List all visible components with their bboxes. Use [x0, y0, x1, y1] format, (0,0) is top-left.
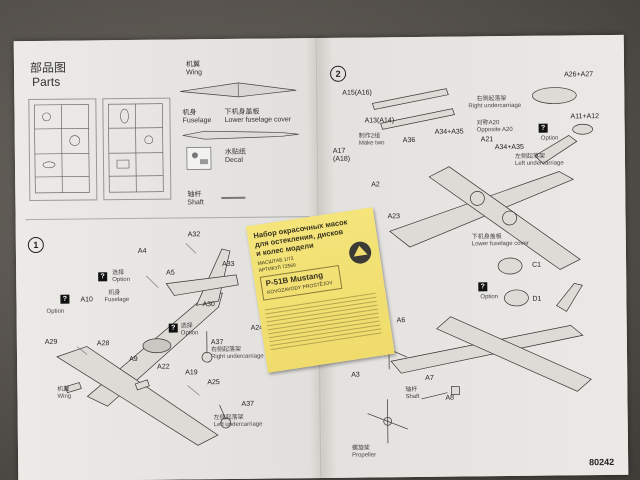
fuselage-step-label-en: Fuselage: [104, 297, 130, 304]
part-a15: A15(A16): [342, 89, 372, 97]
option-question-icon-3: ?: [168, 323, 178, 333]
lower-cover-label-en: Lower fuselage cover: [224, 116, 292, 125]
decal-label-en: Decal: [224, 156, 243, 165]
option-question-icon-1: ?: [98, 272, 108, 282]
section-divider: [25, 216, 310, 221]
part-a34-a35-b: A34+A35: [494, 143, 524, 152]
decal-label-cn: 水贴纸: [224, 148, 246, 157]
parts-title-en: Parts: [32, 74, 61, 90]
part-a2: A2: [371, 181, 380, 189]
part-a30: A30: [202, 301, 215, 309]
lower-cover-en-2: Lower fuselage cover: [471, 240, 529, 248]
right-uc-label-en: Right undercarriage: [211, 353, 264, 361]
part-a21: A21: [480, 136, 494, 144]
step-1-marker: 1: [27, 236, 44, 254]
parts-title-cn: 部品图: [29, 60, 67, 76]
part-a23: A23: [387, 213, 401, 221]
opposite-a20-en: Opposite A20: [476, 126, 513, 134]
wing-part-drawing: [180, 82, 297, 98]
part-c1: C1: [532, 261, 542, 269]
option-label-en-1: Option: [112, 277, 130, 284]
left-page: 部品图 Parts 机翼 Wing: [13, 38, 323, 480]
part-a3: A3: [351, 371, 360, 379]
option-label-en-2: Option: [46, 308, 65, 315]
shaft-label-cn: 轴杆: [187, 191, 202, 199]
part-a11-a12: A11+A12: [570, 113, 600, 121]
option-label-en-3: Option: [180, 330, 199, 337]
part-a4: A4: [137, 247, 147, 255]
mask-set-card: Набор окрасочных масок для остекления, д…: [245, 207, 395, 373]
shaft-label-en: Shaft: [187, 199, 204, 207]
step-2-marker: 2: [329, 65, 347, 82]
fuselage-label-cn: 机身: [182, 109, 197, 117]
part-a8: A8: [445, 394, 455, 402]
instruction-booklet: 部品图 Parts 机翼 Wing: [13, 34, 629, 480]
mask-card-instructions: [264, 290, 382, 353]
shaft-en-2: Shaft: [405, 393, 420, 401]
part-a17: A17: [332, 147, 346, 155]
part-a10: A10: [80, 296, 93, 304]
part-a19: A19: [185, 369, 198, 377]
mask-card-logo: [349, 241, 372, 264]
wing-step-label-en: Wing: [57, 393, 72, 400]
part-a22: A22: [157, 363, 170, 371]
fuselage-label-en: Fuselage: [182, 117, 212, 125]
part-a5: A5: [166, 269, 175, 277]
left-uc-en-2: Left undercarriage: [514, 160, 564, 167]
catalog-number: 80242: [589, 456, 615, 468]
propeller-en: Propeller: [352, 452, 377, 459]
step-1-assembly-drawing: [56, 243, 239, 446]
make-two-en: Make two: [358, 140, 385, 147]
option-question-icon-2: ?: [60, 294, 70, 304]
part-a29: A29: [44, 338, 58, 346]
part-a33: A33: [222, 260, 235, 269]
part-d1: D1: [532, 295, 542, 303]
part-a25: A25: [207, 379, 220, 387]
shaft-part: [221, 196, 246, 200]
part-a26-a27: A26+A27: [564, 71, 594, 79]
wing-label-en: Wing: [186, 69, 203, 77]
part-a34-a35: A34+A35: [434, 128, 464, 136]
option-label-en-4: Option: [540, 135, 559, 142]
option-question-icon-5: ?: [478, 282, 488, 292]
step-2-assembly-drawing: [367, 87, 594, 444]
part-a37: A37: [210, 339, 224, 347]
part-a18: (A18): [332, 155, 351, 163]
option-label-en-5: Option: [480, 294, 499, 301]
wing-label-cn: 机翼: [185, 61, 201, 69]
fuselage-part-drawing: [182, 130, 299, 140]
part-a7: A7: [425, 374, 434, 382]
right-uc-en-2: Right undercarriage: [468, 102, 522, 110]
part-a36: A36: [402, 137, 416, 145]
part-a28: A28: [96, 340, 110, 348]
sprue-parts-drawing: [34, 103, 164, 194]
part-a13: A13(A14): [364, 117, 395, 125]
part-a32: A32: [187, 231, 201, 239]
part-a37b: A37: [241, 400, 255, 408]
part-a6: A6: [396, 317, 406, 325]
decal-sheet-drawing: [186, 146, 212, 170]
option-question-icon-4: ?: [538, 123, 548, 133]
right-page: 2: [317, 34, 629, 478]
part-a9: A9: [129, 355, 138, 364]
left-uc-label-en: Left undercarriage: [213, 421, 263, 429]
